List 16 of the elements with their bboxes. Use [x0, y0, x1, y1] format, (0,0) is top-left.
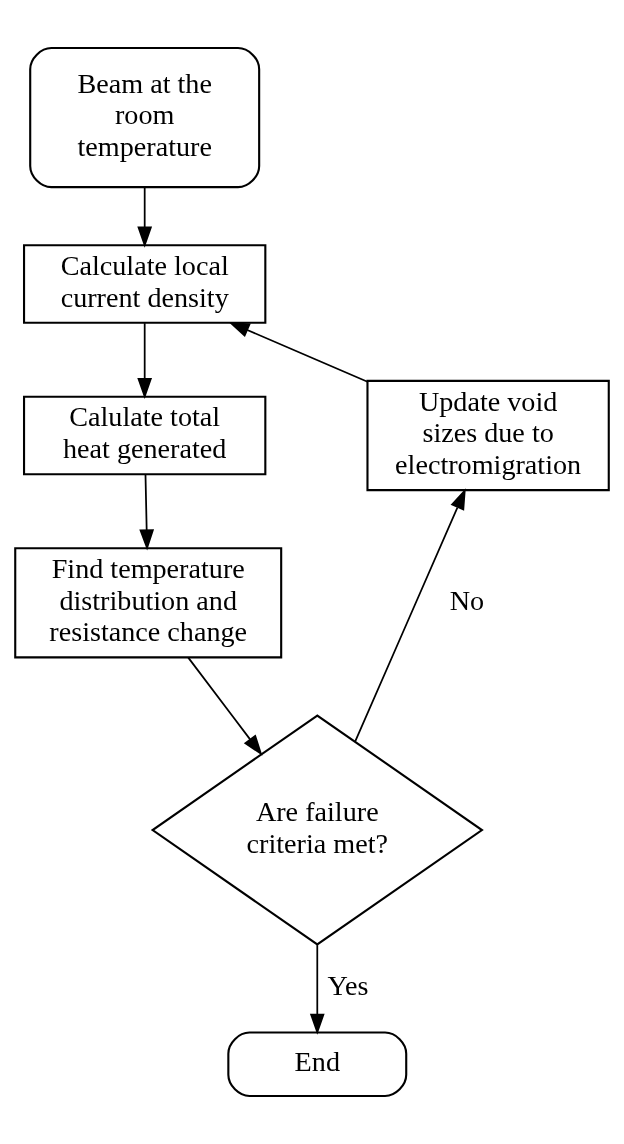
node-box: Calculate local current density — [23, 244, 267, 324]
node-box: Update void sizes due to electromigration — [366, 379, 610, 492]
edge-label: No — [449, 584, 485, 616]
node-box: Find temperature distribution and resistance change — [14, 547, 283, 659]
arrow — [309, 944, 325, 1035]
edge-label: Yes — [327, 970, 369, 1002]
arrow — [137, 186, 153, 248]
node-box: End — [227, 1031, 408, 1097]
arrow — [228, 321, 369, 383]
arrow — [139, 473, 155, 551]
node-box: Beam at the room temperature — [29, 47, 261, 189]
arrow — [354, 488, 466, 743]
arrow — [137, 322, 153, 400]
node-diamond: Are failure criteria met? — [150, 714, 484, 946]
arrow — [187, 656, 263, 756]
node-box: Calulate total heat generated — [23, 395, 267, 476]
